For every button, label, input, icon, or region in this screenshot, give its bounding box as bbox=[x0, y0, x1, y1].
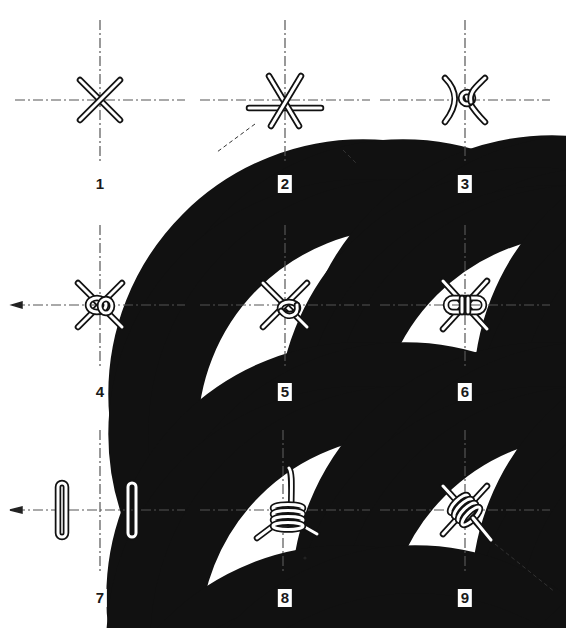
callout-number: 5 bbox=[278, 383, 292, 401]
thread bbox=[100, 299, 112, 313]
thread bbox=[443, 281, 487, 329]
callout-number: 6 bbox=[458, 383, 472, 401]
thread bbox=[263, 283, 307, 327]
thread bbox=[80, 80, 120, 120]
thread bbox=[445, 78, 455, 122]
thread bbox=[273, 523, 303, 530]
callout-number: 3 bbox=[458, 175, 472, 193]
button-hole bbox=[496, 618, 566, 628]
drawing-part bbox=[273, 505, 303, 530]
center-line bbox=[15, 20, 185, 162]
callout-number: 1 bbox=[93, 175, 107, 193]
thread bbox=[443, 281, 487, 329]
thread bbox=[263, 283, 307, 327]
callout-number: 7 bbox=[93, 589, 107, 607]
thread bbox=[281, 305, 297, 316]
drawing-part bbox=[303, 556, 306, 559]
thread bbox=[446, 298, 484, 312]
callout-number: 4 bbox=[93, 383, 107, 401]
thread bbox=[471, 78, 485, 102]
thread bbox=[80, 80, 120, 120]
thread bbox=[273, 523, 303, 530]
button-hole bbox=[540, 570, 566, 628]
thread bbox=[128, 483, 136, 537]
thread bbox=[58, 483, 66, 537]
center-line bbox=[380, 430, 550, 572]
center-line bbox=[200, 225, 370, 367]
thread bbox=[263, 283, 307, 327]
callout-number: 8 bbox=[278, 589, 292, 607]
button-hole bbox=[496, 570, 566, 628]
center-line bbox=[15, 430, 185, 572]
thread bbox=[473, 518, 491, 540]
callout-number: 2 bbox=[278, 175, 292, 193]
thread bbox=[271, 76, 301, 126]
arrow-mark bbox=[12, 302, 22, 308]
center-line bbox=[200, 430, 370, 572]
thread bbox=[473, 518, 491, 540]
thread bbox=[445, 78, 455, 122]
panel-two-hole-buttons bbox=[10, 430, 566, 628]
thread bbox=[281, 305, 297, 316]
thread bbox=[78, 283, 122, 327]
leader-line bbox=[495, 544, 555, 592]
button-hole bbox=[540, 618, 566, 628]
button-hole bbox=[185, 618, 566, 628]
thread bbox=[446, 298, 484, 312]
thread bbox=[78, 283, 122, 327]
thread bbox=[78, 283, 122, 327]
thread bbox=[128, 483, 136, 537]
leader-line bbox=[217, 124, 255, 152]
center-line bbox=[15, 225, 185, 367]
thread bbox=[443, 281, 487, 329]
panel-shank-wrap bbox=[200, 430, 370, 572]
thread bbox=[271, 76, 301, 126]
thread bbox=[80, 80, 120, 120]
thread bbox=[462, 298, 468, 312]
thread bbox=[263, 283, 307, 327]
thread bbox=[462, 298, 468, 312]
thread bbox=[471, 78, 485, 102]
center-line bbox=[380, 225, 550, 367]
panel-wrapped-cross bbox=[380, 430, 566, 628]
center-line bbox=[380, 20, 550, 162]
thread bbox=[58, 483, 66, 537]
thread bbox=[78, 283, 122, 327]
center-line bbox=[200, 20, 370, 162]
thread bbox=[443, 281, 487, 329]
leader-line bbox=[343, 150, 357, 164]
thread bbox=[80, 80, 120, 120]
callout-number: 9 bbox=[458, 589, 472, 607]
arrow-mark bbox=[10, 507, 22, 513]
thread bbox=[100, 299, 112, 313]
